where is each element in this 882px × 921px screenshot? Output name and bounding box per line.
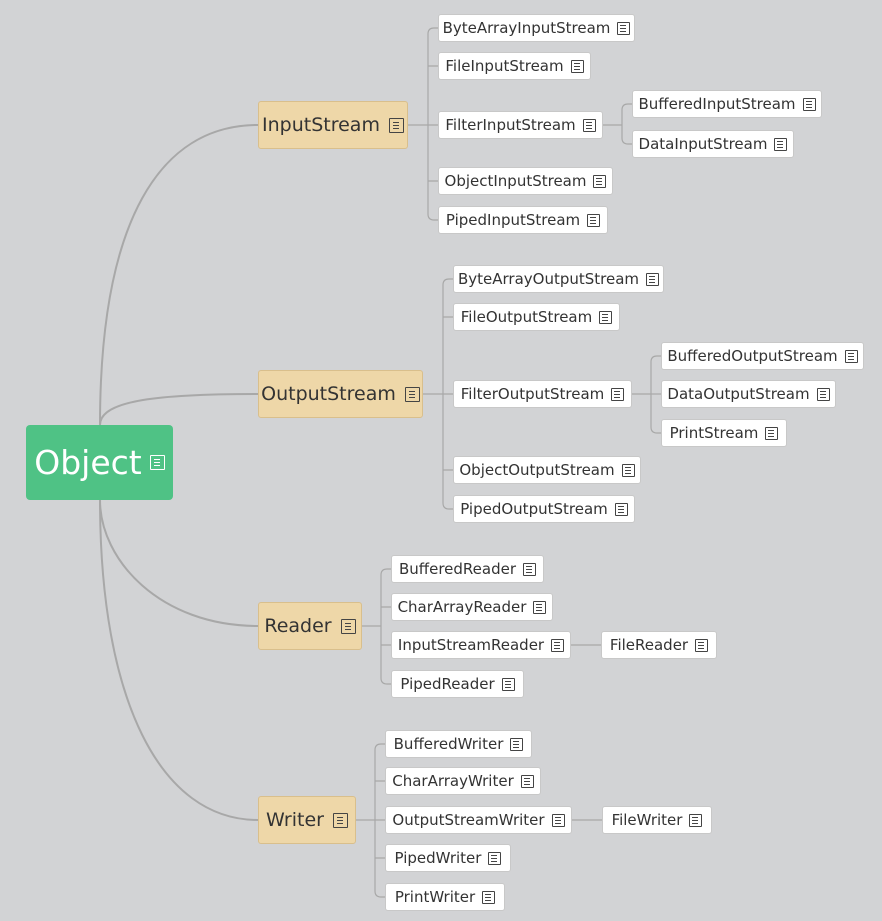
- note-icon[interactable]: [149, 455, 165, 470]
- node-inputstreamreader[interactable]: InputStreamReader: [391, 631, 571, 659]
- node-label: OutputStreamWriter: [392, 811, 545, 829]
- note-icon[interactable]: [551, 813, 565, 827]
- node-pipedoutputstream[interactable]: PipedOutputStream: [453, 495, 635, 523]
- node-fileinputstream[interactable]: FileInputStream: [438, 52, 591, 80]
- node-label: FileInputStream: [445, 57, 564, 75]
- note-icon[interactable]: [599, 310, 613, 324]
- node-printwriter[interactable]: PrintWriter: [385, 883, 505, 911]
- node-chararrayreader[interactable]: CharArrayReader: [391, 593, 553, 621]
- note-icon[interactable]: [614, 502, 628, 516]
- node-label: BufferedInputStream: [638, 95, 796, 113]
- branch-reader[interactable]: Reader: [258, 602, 362, 650]
- node-label: PipedOutputStream: [460, 500, 608, 518]
- node-filterinputstream[interactable]: FilterInputStream: [438, 111, 603, 139]
- node-label: FileWriter: [611, 811, 683, 829]
- note-icon[interactable]: [689, 813, 703, 827]
- node-bytearrayoutputstream[interactable]: ByteArrayOutputStream: [453, 265, 664, 293]
- note-icon[interactable]: [593, 174, 607, 188]
- note-icon[interactable]: [582, 118, 596, 132]
- node-datainputstream[interactable]: DataInputStream: [632, 130, 794, 158]
- node-label: DataOutputStream: [667, 385, 810, 403]
- node-label: FileOutputStream: [460, 308, 593, 326]
- branch-label: Reader: [264, 615, 332, 637]
- node-label: BufferedOutputStream: [667, 347, 838, 365]
- note-icon[interactable]: [587, 213, 601, 227]
- note-icon[interactable]: [551, 638, 565, 652]
- root-node-object[interactable]: Object: [26, 425, 173, 500]
- note-icon[interactable]: [533, 600, 547, 614]
- note-icon[interactable]: [765, 426, 779, 440]
- note-icon[interactable]: [774, 137, 788, 151]
- node-pipedinputstream[interactable]: PipedInputStream: [438, 206, 608, 234]
- branch-label: Writer: [266, 809, 324, 831]
- node-bufferedreader[interactable]: BufferedReader: [391, 555, 544, 583]
- node-label: ByteArrayOutputStream: [457, 270, 640, 288]
- node-label: BufferedWriter: [393, 735, 504, 753]
- node-label: CharArrayReader: [397, 598, 527, 616]
- note-icon[interactable]: [501, 677, 515, 691]
- node-label: FilterOutputStream: [460, 385, 605, 403]
- note-icon[interactable]: [617, 21, 631, 35]
- node-label: PrintWriter: [394, 888, 476, 906]
- node-label: PipedWriter: [394, 849, 482, 867]
- note-icon[interactable]: [523, 562, 537, 576]
- node-objectoutputstream[interactable]: ObjectOutputStream: [453, 456, 641, 484]
- note-icon[interactable]: [340, 618, 356, 634]
- node-printstream[interactable]: PrintStream: [661, 419, 787, 447]
- node-label: FilterInputStream: [445, 116, 576, 134]
- note-icon[interactable]: [482, 890, 496, 904]
- node-dataoutputstream[interactable]: DataOutputStream: [661, 380, 836, 408]
- node-fileoutputstream[interactable]: FileOutputStream: [453, 303, 620, 331]
- branch-inputstream[interactable]: InputStream: [258, 101, 408, 149]
- node-objectinputstream[interactable]: ObjectInputStream: [438, 167, 613, 195]
- note-icon[interactable]: [404, 386, 420, 402]
- node-filewriter[interactable]: FileWriter: [602, 806, 712, 834]
- node-outputstreamwriter[interactable]: OutputStreamWriter: [385, 806, 572, 834]
- note-icon[interactable]: [844, 349, 858, 363]
- node-label: PipedInputStream: [445, 211, 581, 229]
- node-label: CharArrayWriter: [392, 772, 514, 790]
- note-icon[interactable]: [816, 387, 830, 401]
- node-filereader[interactable]: FileReader: [601, 631, 717, 659]
- node-bufferedinputstream[interactable]: BufferedInputStream: [632, 90, 822, 118]
- node-bytearrayinputstream[interactable]: ByteArrayInputStream: [438, 14, 635, 42]
- node-bufferedwriter[interactable]: BufferedWriter: [385, 730, 532, 758]
- branch-outputstream[interactable]: OutputStream: [258, 370, 423, 418]
- branch-label: InputStream: [262, 114, 380, 136]
- note-icon[interactable]: [570, 59, 584, 73]
- node-chararraywriter[interactable]: CharArrayWriter: [385, 767, 541, 795]
- note-icon[interactable]: [646, 272, 660, 286]
- node-label: DataInputStream: [638, 135, 768, 153]
- branch-label: OutputStream: [261, 383, 396, 405]
- node-label: InputStreamReader: [397, 636, 545, 654]
- note-icon[interactable]: [520, 774, 534, 788]
- node-label: ObjectInputStream: [444, 172, 587, 190]
- note-icon[interactable]: [332, 812, 348, 828]
- node-bufferedoutputstream[interactable]: BufferedOutputStream: [661, 342, 864, 370]
- node-pipedwriter[interactable]: PipedWriter: [385, 844, 511, 872]
- note-icon[interactable]: [488, 851, 502, 865]
- node-label: PrintStream: [669, 424, 759, 442]
- note-icon[interactable]: [388, 117, 404, 133]
- note-icon[interactable]: [695, 638, 709, 652]
- node-filteroutputstream[interactable]: FilterOutputStream: [453, 380, 632, 408]
- note-icon[interactable]: [611, 387, 625, 401]
- node-label: ObjectOutputStream: [459, 461, 615, 479]
- node-label: FileReader: [609, 636, 689, 654]
- node-pipedreader[interactable]: PipedReader: [391, 670, 524, 698]
- node-label: PipedReader: [400, 675, 495, 693]
- node-label: BufferedReader: [398, 560, 517, 578]
- node-label: ByteArrayInputStream: [442, 19, 611, 37]
- root-label: Object: [34, 443, 142, 482]
- note-icon[interactable]: [510, 737, 524, 751]
- note-icon[interactable]: [621, 463, 635, 477]
- note-icon[interactable]: [802, 97, 816, 111]
- branch-writer[interactable]: Writer: [258, 796, 356, 844]
